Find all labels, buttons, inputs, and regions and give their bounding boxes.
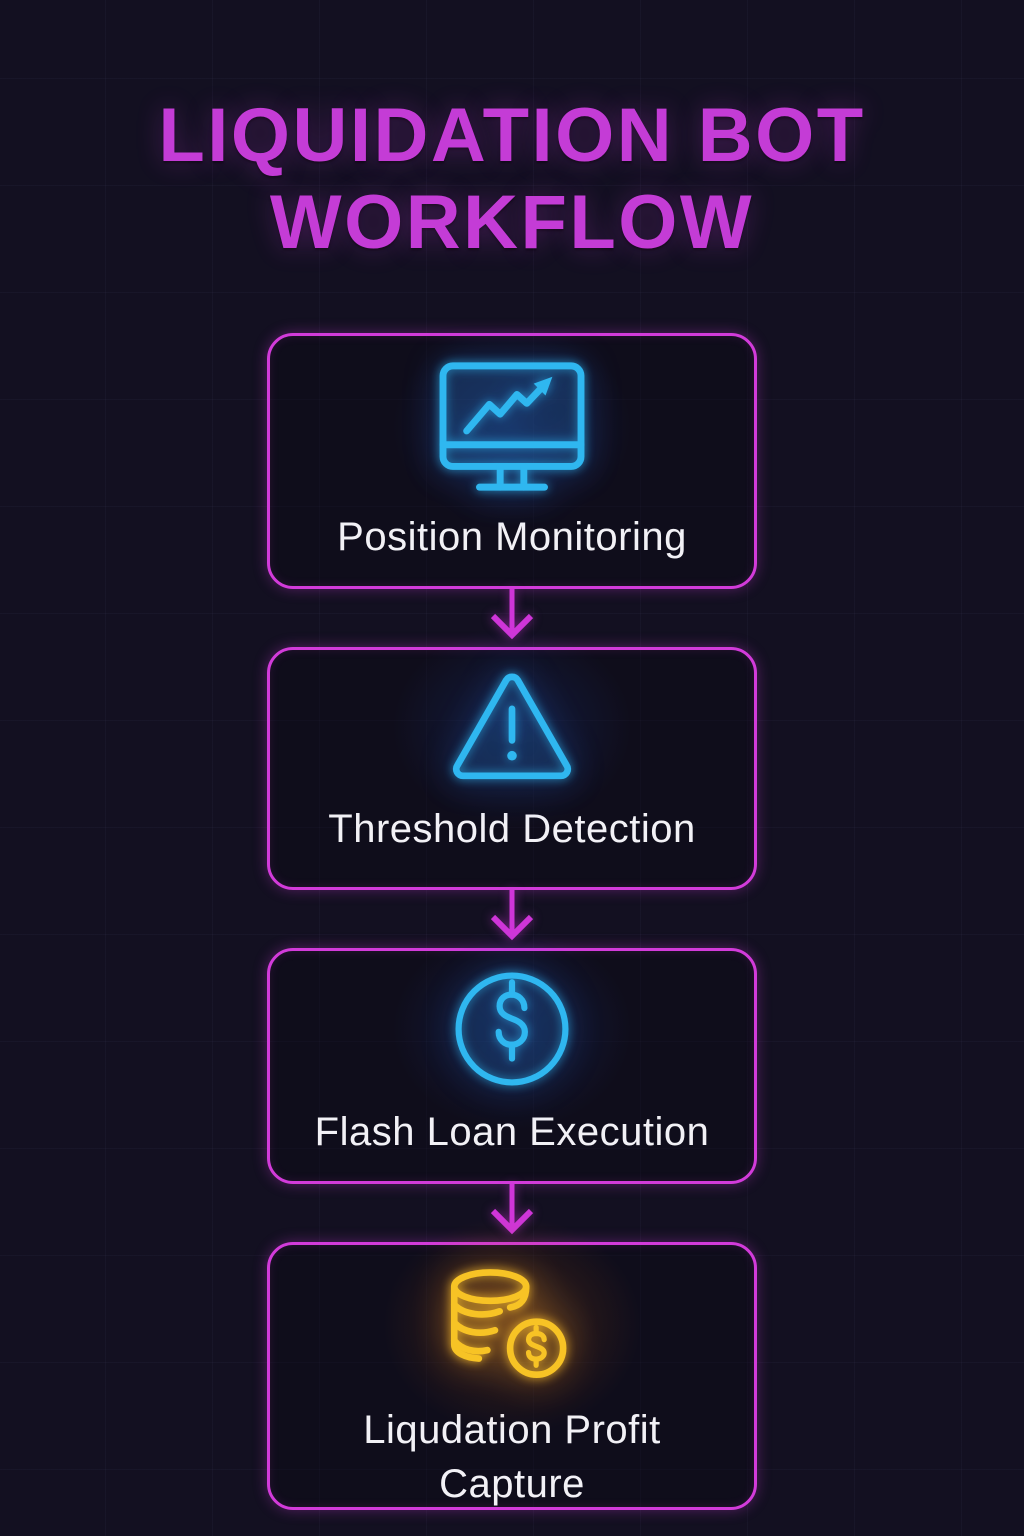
- arrow-down-icon: [490, 889, 534, 941]
- page-title-line2: WORKFLOW: [269, 180, 755, 266]
- step-1-label: Position Monitoring: [337, 514, 687, 559]
- flow-arrow-2: [482, 889, 542, 948]
- warning-triangle-icon: [452, 673, 572, 779]
- page-title-line1: LIQUIDATION BOT: [158, 93, 866, 178]
- step-box-position-monitoring: Position Monitoring: [267, 316, 757, 589]
- step-2-label: Threshold Detection: [328, 806, 696, 851]
- monitor-trend-chart-icon: [439, 362, 585, 491]
- dollar-circle-icon: [455, 972, 569, 1086]
- flow-arrow-3: [482, 1183, 542, 1242]
- step-4-icon-wrap: [382, 1214, 642, 1435]
- step-1-icon-wrap: [382, 316, 642, 537]
- step-box-flash-loan-execution: Flash Loan Execution: [267, 918, 757, 1184]
- step-box-liquidation-profit-capture: Liqudation Profit Capture: [267, 1214, 757, 1510]
- step-3-icon-wrap: [382, 918, 642, 1139]
- step-box-threshold-detection: Threshold Detection: [267, 616, 757, 890]
- page-title: LIQUIDATION BOT WORKFLOW: [158, 92, 865, 267]
- step-2-icon-wrap: [382, 616, 642, 837]
- arrow-down-icon: [490, 588, 534, 640]
- flow-arrow-1: [482, 588, 542, 647]
- step-4-label: Liqudation Profit Capture: [363, 1407, 661, 1506]
- coin-stack-dollar-icon: [450, 1268, 567, 1378]
- arrow-down-icon: [490, 1183, 534, 1235]
- step-3-label: Flash Loan Execution: [314, 1109, 710, 1154]
- workflow-flowchart: Position Monitoring Threshold Detection: [267, 316, 757, 1510]
